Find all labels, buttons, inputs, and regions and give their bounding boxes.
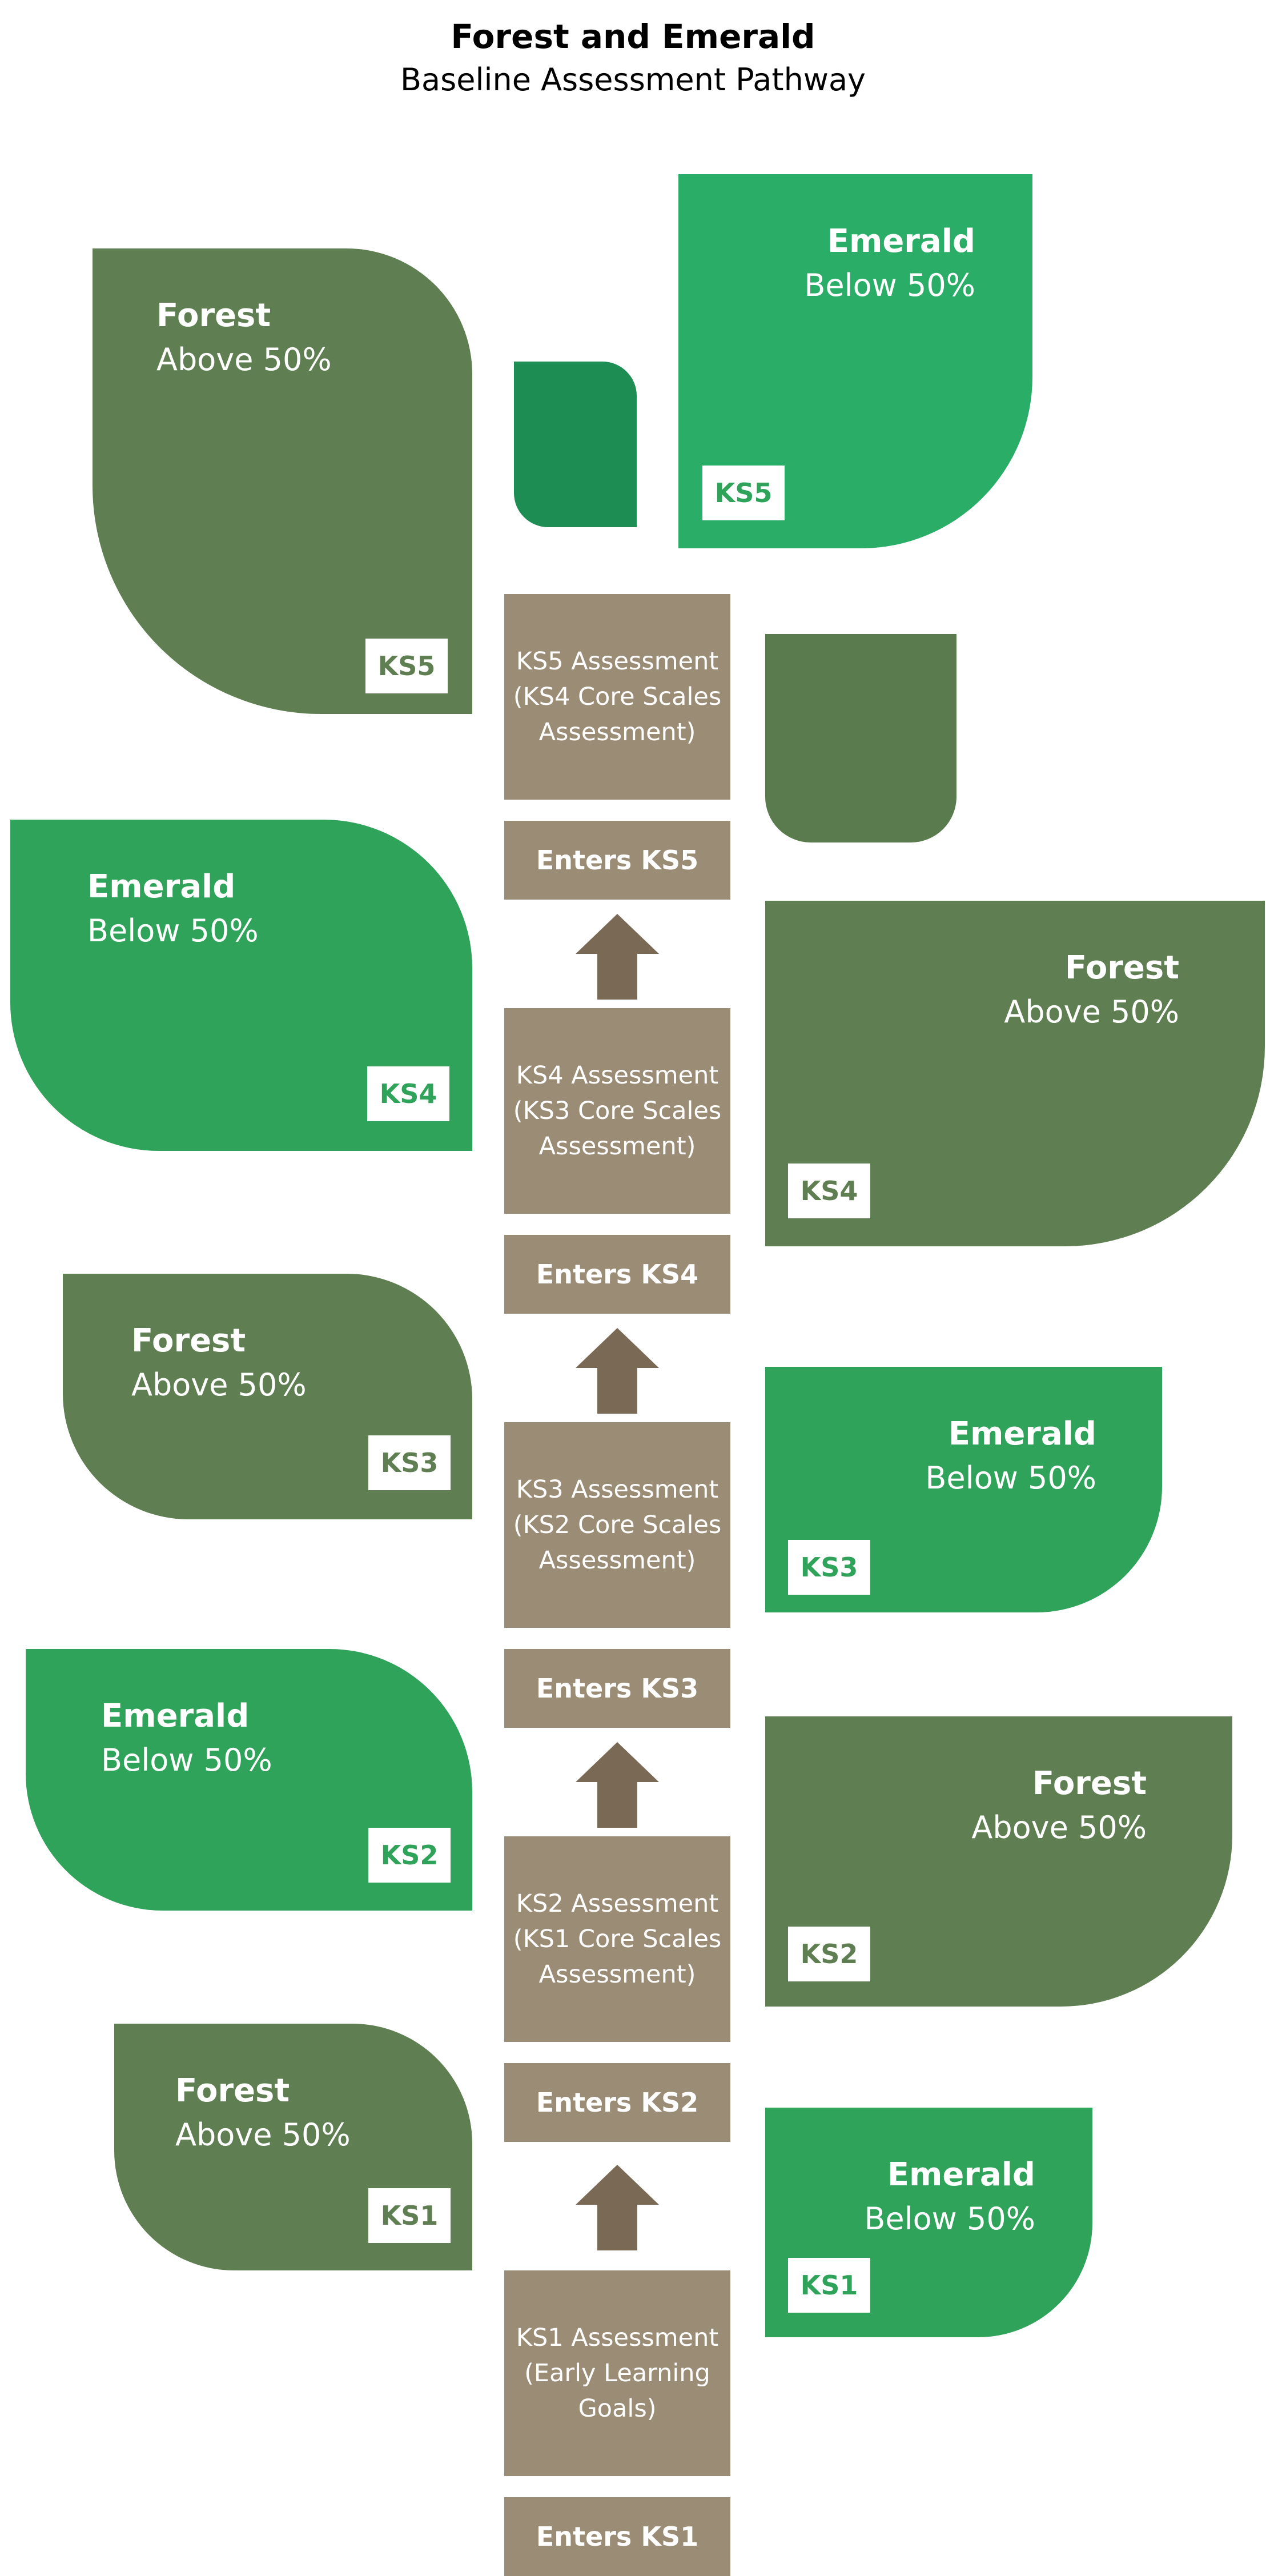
up-arrow-icon	[576, 1328, 659, 1414]
leaf-threshold: Below 50%	[87, 913, 259, 949]
leaf-forest-ks4: Forest Above 50% KS4	[765, 901, 1265, 1246]
leaf-name: Emerald	[827, 223, 975, 260]
leaf-threshold: Below 50%	[925, 1460, 1096, 1496]
leaf-name: Forest	[156, 297, 271, 334]
leaf-threshold: Below 50%	[101, 1742, 272, 1778]
leaf-name: Forest	[131, 1322, 246, 1359]
leaf-threshold: Above 50%	[156, 342, 332, 378]
leaf-name: Forest	[175, 2072, 290, 2109]
diagram-subtitle: Baseline Assessment Pathway	[400, 62, 866, 98]
leaf-threshold: Below 50%	[864, 2201, 1035, 2237]
leaf-emerald-ks5: Emerald Below 50% KS5	[678, 174, 1032, 548]
leaf-stem-bud-lower	[765, 634, 956, 842]
leaf-emerald-ks2: Emerald Below 50% KS2	[26, 1649, 472, 1911]
stem-ks1-assessment: KS1 Assessment (Early Learning Goals)	[504, 2270, 730, 2476]
leaf-name: Forest	[1064, 949, 1179, 986]
leaf-stem-bud	[514, 362, 637, 527]
badge-ks4: KS4	[788, 1163, 870, 1218]
leaf-emerald-ks3: Emerald Below 50% KS3	[765, 1367, 1162, 1612]
stem-enters-ks5: Enters KS5	[504, 821, 730, 900]
leaf-name: Emerald	[87, 868, 236, 905]
leaf-threshold: Above 50%	[1004, 994, 1179, 1030]
badge-ks2: KS2	[788, 1927, 870, 1981]
up-arrow-icon	[576, 2165, 659, 2250]
badge-ks5: KS5	[365, 639, 448, 693]
stem-enters-ks2: Enters KS2	[504, 2063, 730, 2142]
badge-ks1: KS1	[368, 2188, 451, 2243]
badge-ks1: KS1	[788, 2258, 870, 2313]
badge-ks2: KS2	[368, 1828, 451, 1883]
badge-ks5: KS5	[702, 466, 785, 520]
stem-ks3-assessment: KS3 Assessment (KS2 Core Scales Assessme…	[504, 1422, 730, 1628]
diagram-title: Forest and Emerald	[451, 17, 815, 56]
stem-ks4-assessment: KS4 Assessment (KS3 Core Scales Assessme…	[504, 1008, 730, 1214]
badge-ks3: KS3	[788, 1540, 870, 1595]
leaf-name: Emerald	[101, 1698, 250, 1735]
up-arrow-icon	[576, 1742, 659, 1828]
stem-enters-ks1: Enters KS1	[504, 2497, 730, 2576]
leaf-forest-ks1: Forest Above 50% KS1	[114, 2024, 472, 2270]
leaf-emerald-ks4: Emerald Below 50% KS4	[10, 820, 472, 1151]
leaf-name: Forest	[1032, 1765, 1147, 1802]
leaf-name: Emerald	[948, 1415, 1096, 1452]
stem-ks5-assessment: KS5 Assessment (KS4 Core Scales Assessme…	[504, 594, 730, 800]
badge-ks3: KS3	[368, 1435, 451, 1490]
stem-enters-ks3: Enters KS3	[504, 1649, 730, 1728]
leaf-threshold: Above 50%	[971, 1809, 1147, 1845]
badge-ks4: KS4	[367, 1066, 449, 1121]
leaf-forest-ks5: Forest Above 50% KS5	[93, 248, 472, 714]
stem-enters-ks4: Enters KS4	[504, 1235, 730, 1314]
leaf-forest-ks2: Forest Above 50% KS2	[765, 1716, 1232, 2007]
stem-ks2-assessment: KS2 Assessment (KS1 Core Scales Assessme…	[504, 1836, 730, 2042]
leaf-emerald-ks1: Emerald Below 50% KS1	[765, 2108, 1092, 2337]
leaf-threshold: Above 50%	[175, 2117, 351, 2153]
leaf-name: Emerald	[887, 2156, 1035, 2193]
leaf-threshold: Below 50%	[804, 267, 975, 303]
up-arrow-icon	[576, 914, 659, 1000]
leaf-threshold: Above 50%	[131, 1367, 307, 1403]
leaf-forest-ks3: Forest Above 50% KS3	[63, 1274, 472, 1519]
